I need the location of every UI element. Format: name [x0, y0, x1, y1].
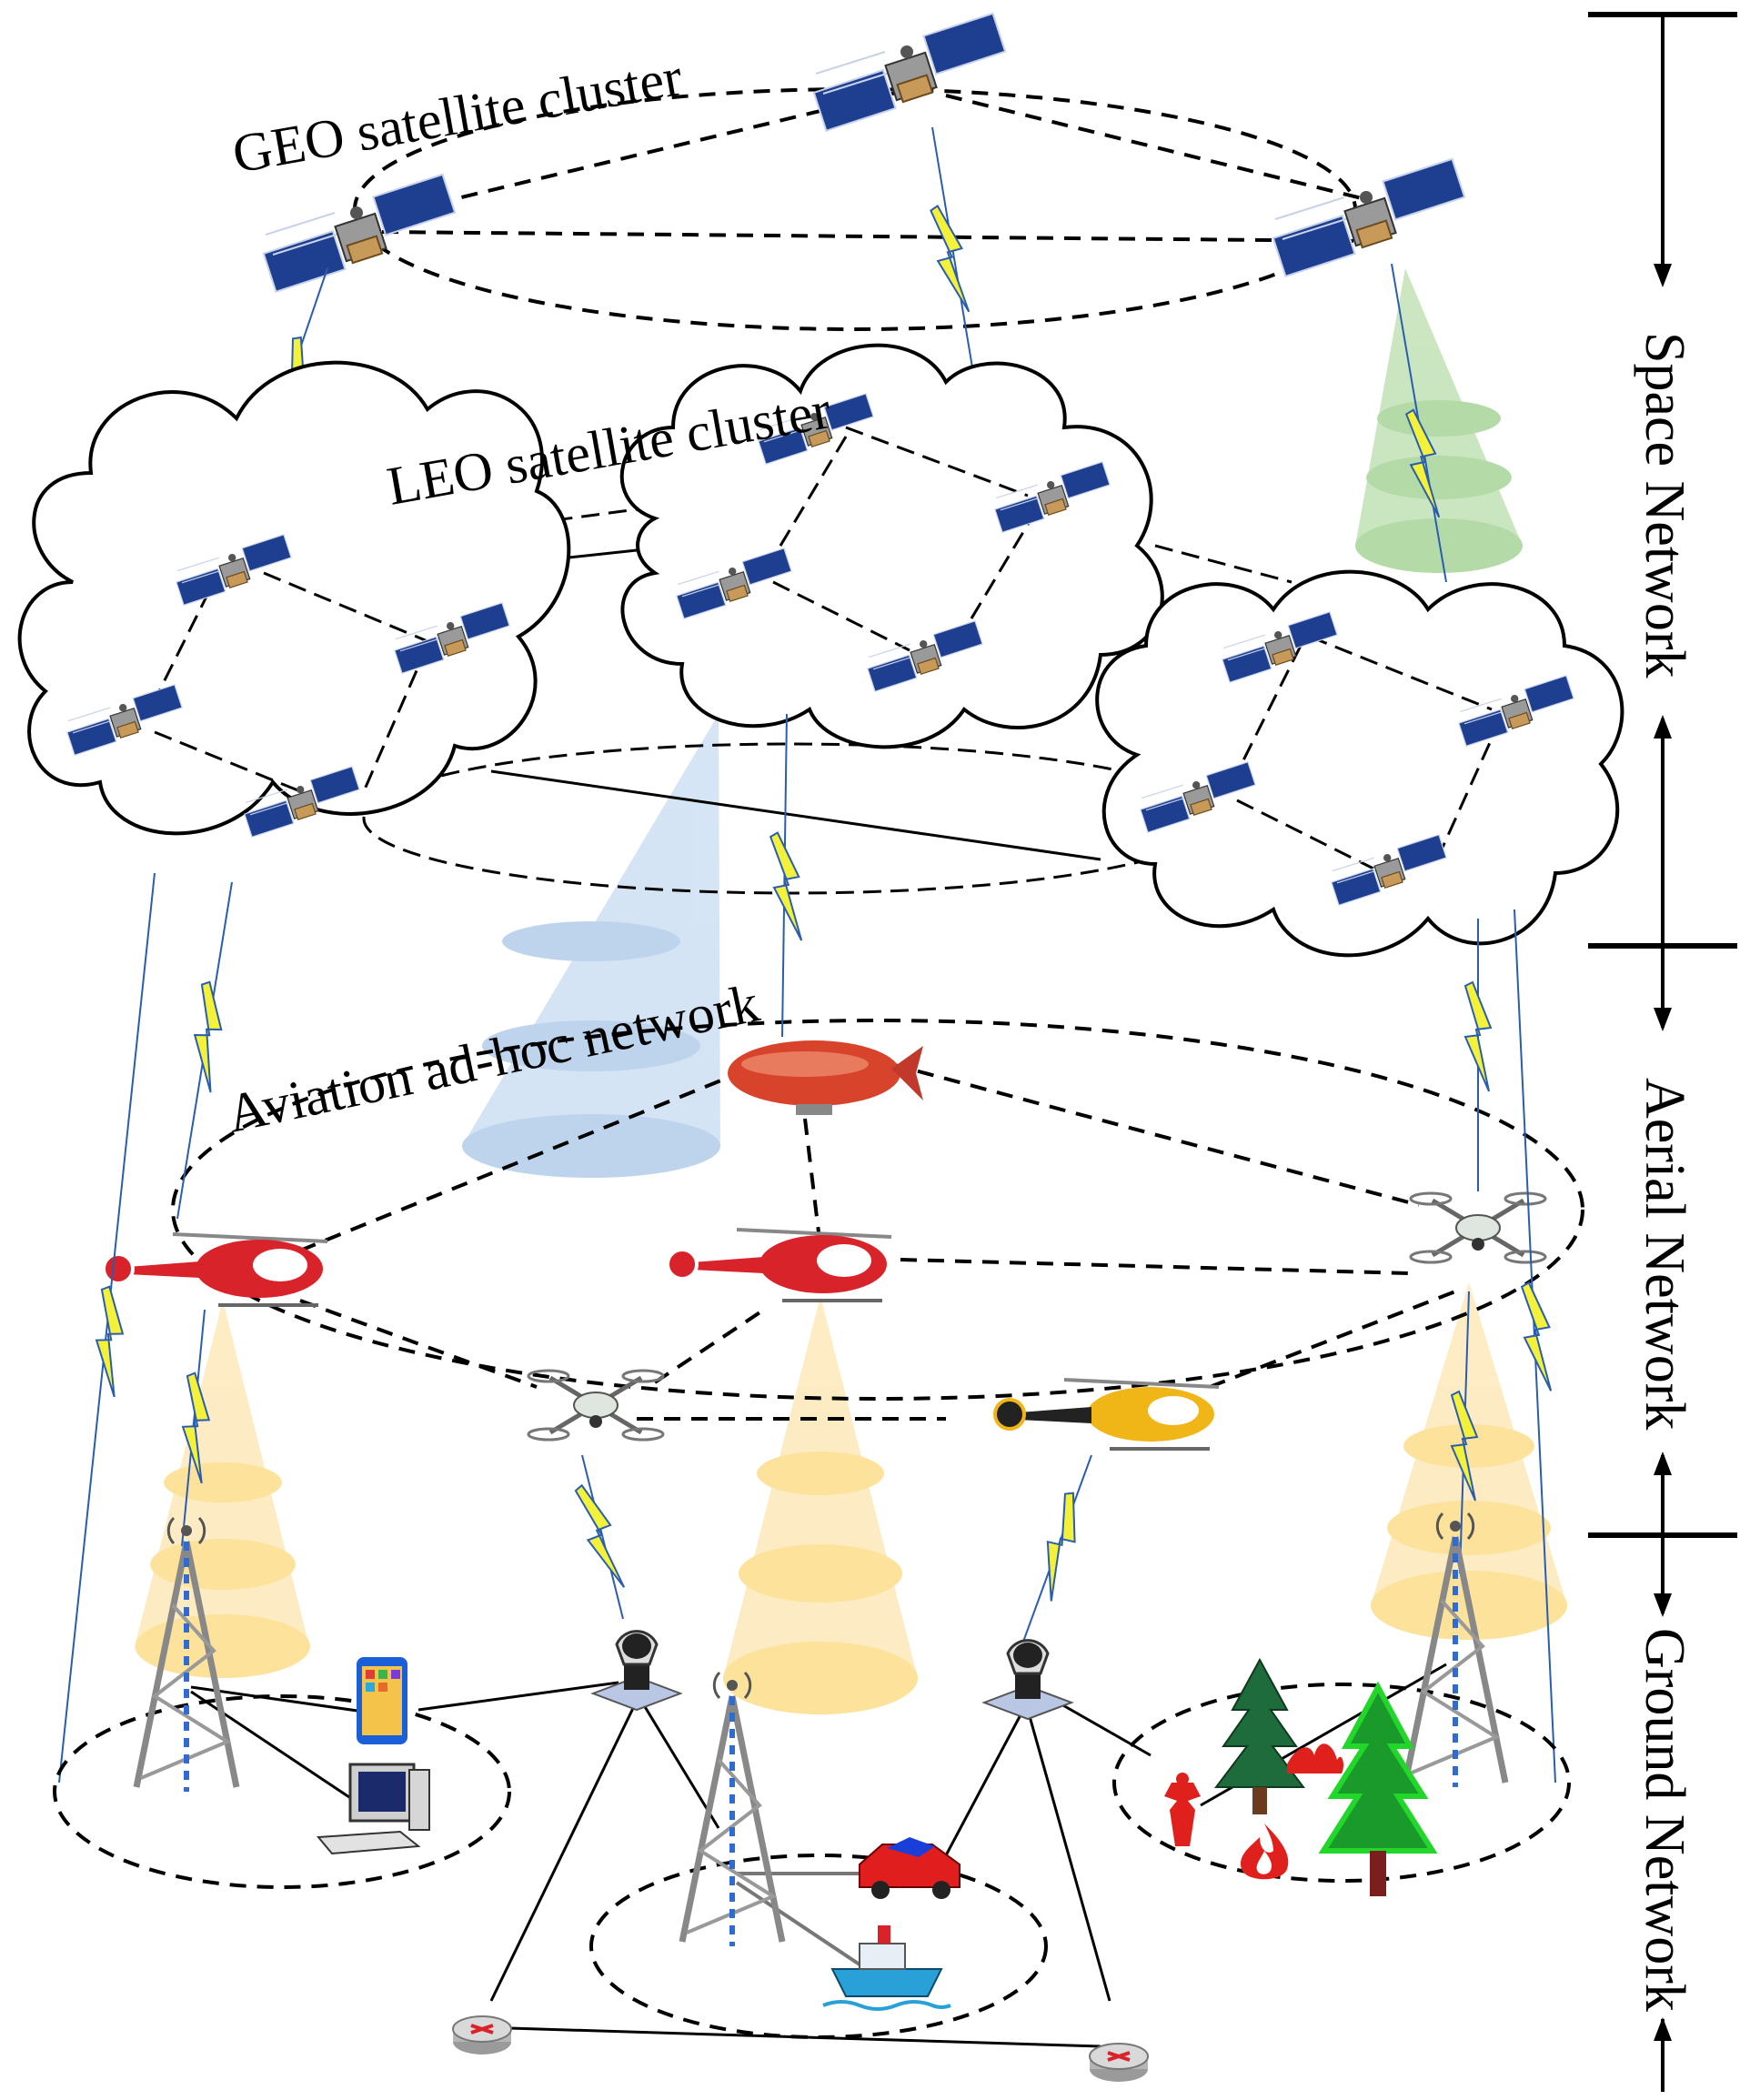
space-ground-links: [58, 872, 1556, 1783]
aerial-beam-middle: [723, 1296, 918, 1714]
helicopter-yellow: [993, 1378, 1220, 1451]
helicopter-red-middle: [666, 1228, 893, 1302]
smartphone: [357, 1657, 407, 1744]
geo-satellite: [1272, 157, 1466, 277]
leo-inter-cluster-link: [1154, 544, 1292, 584]
geo-leo-link: [931, 126, 979, 401]
aerial-beam-left: [135, 1301, 310, 1678]
space-network-label: Space Network: [1634, 332, 1695, 678]
computer: [316, 1763, 430, 1855]
helicopter-red-left: [102, 1232, 329, 1307]
fire-icon: [1287, 1743, 1344, 1773]
airship: [728, 1040, 923, 1115]
ship: [822, 1925, 951, 2011]
ground-cell-right: [1112, 1683, 1571, 1883]
satellite-beam-green: [1355, 268, 1523, 573]
leo-cluster-cloud-left: [17, 360, 571, 836]
leo-inter-cluster-link: [499, 507, 638, 529]
lightning-bolt: [929, 202, 972, 317]
ground-cell-left: [53, 1694, 511, 1889]
tree-bright: [1318, 1681, 1438, 1896]
geo-cluster-label: GEO satellite cluster: [228, 46, 687, 185]
hydrant-icon: [1164, 1773, 1201, 1846]
tree-dark: [1213, 1657, 1306, 1814]
geo-link: [381, 230, 1370, 243]
leo-inter-cluster-link: [490, 769, 1101, 861]
drone-right: [1411, 1193, 1545, 1262]
aviation-network-ellipse: [171, 1019, 1584, 1401]
layer-scale-bar: [1588, 12, 1737, 2092]
cell-tower-middle: [682, 1673, 782, 1946]
fire-icon: [1241, 1824, 1289, 1880]
router-right: [1088, 2042, 1150, 2084]
geo-satellite: [262, 173, 457, 293]
geo-link: [381, 91, 897, 218]
geo-satellite: [812, 12, 1007, 132]
ground-station-right: [982, 1639, 1073, 1721]
geo-link: [945, 94, 1370, 202]
aerial-network-label: Aerial Network: [1634, 1078, 1695, 1430]
satellite-beam-blue: [462, 714, 720, 1178]
lightning-bolt: [769, 830, 805, 943]
router-left: [451, 2015, 513, 2056]
ground-cell-middle: [589, 1854, 1048, 2039]
car: [859, 1837, 960, 1899]
leo-cluster-cloud-middle: [619, 343, 1164, 749]
ground-station-left: [591, 1630, 682, 1712]
aviation-links: [299, 1062, 1456, 1421]
drone-middle: [528, 1371, 663, 1440]
ground-network-label: Ground Network: [1634, 1628, 1695, 2012]
air-ground-links: [176, 1291, 1478, 1643]
